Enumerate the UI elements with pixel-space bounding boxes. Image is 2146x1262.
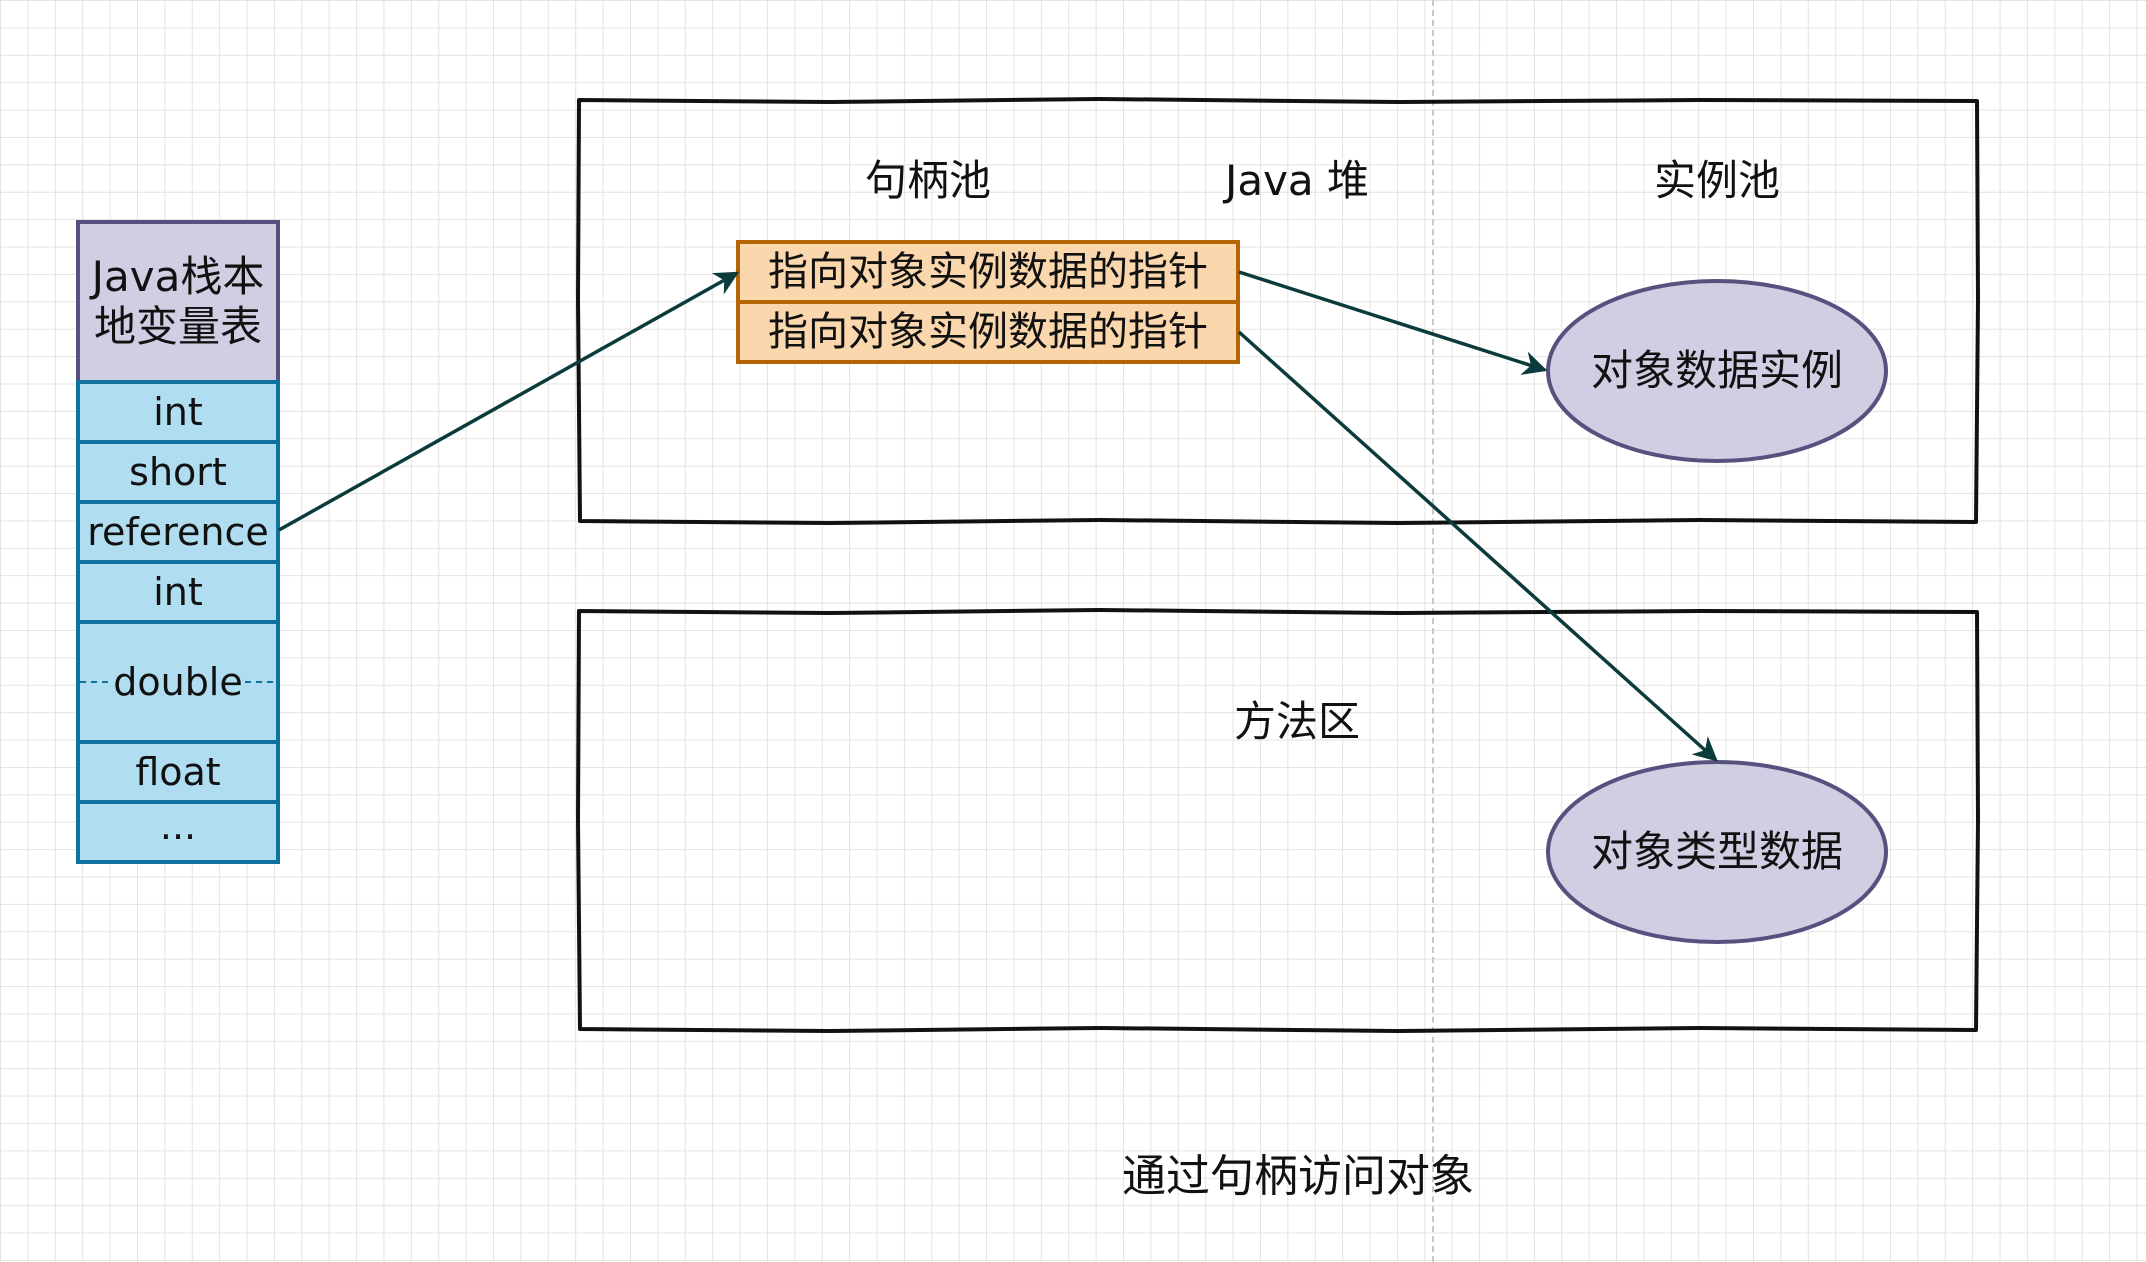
instance-data-label: 对象数据实例	[1590, 346, 1843, 395]
stack-slot-int: int	[153, 390, 203, 434]
instance-pool-label: 实例池	[1653, 156, 1780, 205]
handle-entry-box	[736, 240, 1240, 304]
stack-slot-int: int	[153, 570, 203, 614]
type-data-label: 对象类型数据	[1590, 827, 1843, 876]
stack-slot-box	[76, 440, 280, 504]
stack-slot-box	[76, 500, 280, 564]
stack-slot-box	[76, 380, 280, 444]
stack-slot-short: short	[129, 450, 227, 494]
stack-title-line2: 地变量表	[93, 302, 262, 351]
stack-slot-double: double	[78, 652, 278, 712]
java-heap-title: Java 堆	[1224, 156, 1370, 205]
diagram-caption: 通过句柄访问对象	[1122, 1151, 1474, 1202]
stack-slot-float: float	[135, 750, 221, 794]
handle-entry-text: 指向对象实例数据的指针	[768, 309, 1208, 355]
method-area-title: 方法区	[1233, 697, 1360, 746]
stack-slot-more: ...	[159, 804, 197, 848]
method-area-box	[576, 608, 1980, 1033]
reference-to-handle-arrow	[278, 271, 740, 532]
vertical-guide-line	[1432, 0, 1434, 1262]
handle-entry-box	[736, 300, 1240, 364]
stack-slot-box	[76, 560, 280, 624]
stack-title-line1: Java栈本	[91, 252, 265, 301]
handle-pool-label: 句柄池	[864, 156, 991, 205]
stack-slot-reference: reference	[87, 510, 269, 554]
handle-entry-text: 指向对象实例数据的指针	[768, 249, 1208, 295]
handle-to-instance-arrow	[1238, 270, 1548, 375]
java-heap-box	[576, 97, 1980, 525]
type-data-ellipse	[1546, 760, 1888, 944]
stack-slot-box	[76, 800, 280, 864]
handle-to-type-arrow	[1237, 330, 1718, 762]
stack-title: Java栈本 地变量表	[78, 222, 278, 382]
stack-header-box	[76, 220, 280, 384]
instance-data-ellipse	[1546, 279, 1888, 463]
stack-slot-box	[76, 740, 280, 804]
stack-slot-double-label: double	[111, 660, 245, 704]
